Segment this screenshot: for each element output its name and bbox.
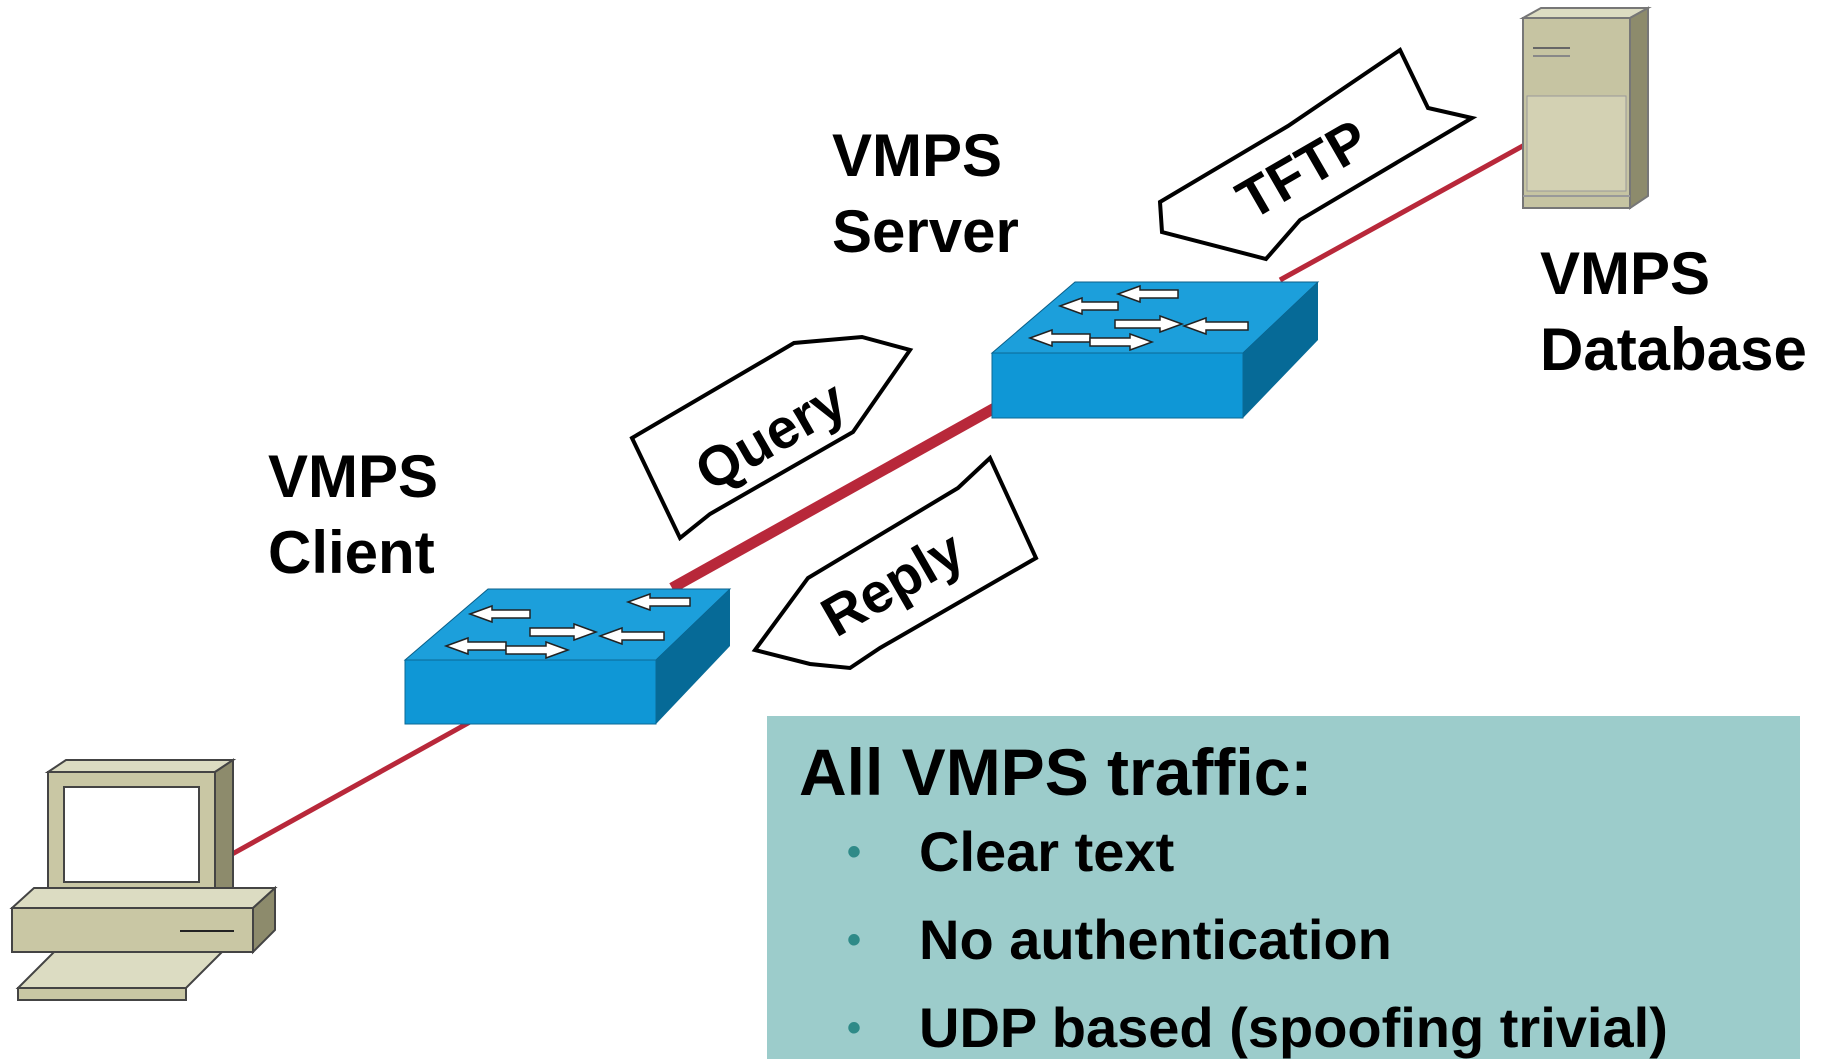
bullet-icon: • — [847, 918, 862, 962]
link-server-to-database — [1278, 139, 1532, 283]
link-client-to-server — [669, 400, 1003, 593]
server-label-line2: Server — [832, 198, 1019, 265]
client-label: VMPS Client — [268, 439, 438, 591]
database-label-line2: Database — [1540, 316, 1807, 383]
query-arrow: Query — [629, 334, 914, 542]
bullet-text: No authentication — [919, 908, 1392, 971]
database-server-icon — [1519, 6, 1652, 210]
bullet-text: UDP based (spoofing trivial) — [919, 996, 1668, 1059]
client-switch-icon — [403, 588, 732, 725]
server-switch-icon — [990, 281, 1320, 419]
client-label-line2: Client — [268, 519, 435, 586]
tftp-arrow: TFTP — [1157, 47, 1478, 262]
links — [223, 139, 1532, 861]
bullet-text: Clear text — [919, 820, 1175, 883]
client-label-line1: VMPS — [268, 443, 439, 510]
bullet-icon: • — [847, 830, 862, 874]
info-box: All VMPS traffic: • Clear text • No authen… — [767, 716, 1800, 1059]
info-title: All VMPS traffic: — [799, 735, 1313, 809]
database-label-line1: VMPS — [1540, 240, 1711, 307]
server-label: VMPS Server — [832, 118, 1019, 270]
server-label-line1: VMPS — [832, 122, 1003, 189]
list-item: • UDP based (spoofing trivial) — [847, 990, 1668, 1059]
database-label: VMPS Database — [1540, 236, 1807, 388]
link-pc-to-client — [223, 719, 472, 861]
list-item: • No authentication — [847, 902, 1392, 978]
reply-arrow: Reply — [751, 454, 1039, 671]
list-item: • Clear text — [847, 814, 1174, 890]
client-pc-icon — [9, 758, 278, 1001]
bullet-icon: • — [847, 1006, 862, 1050]
